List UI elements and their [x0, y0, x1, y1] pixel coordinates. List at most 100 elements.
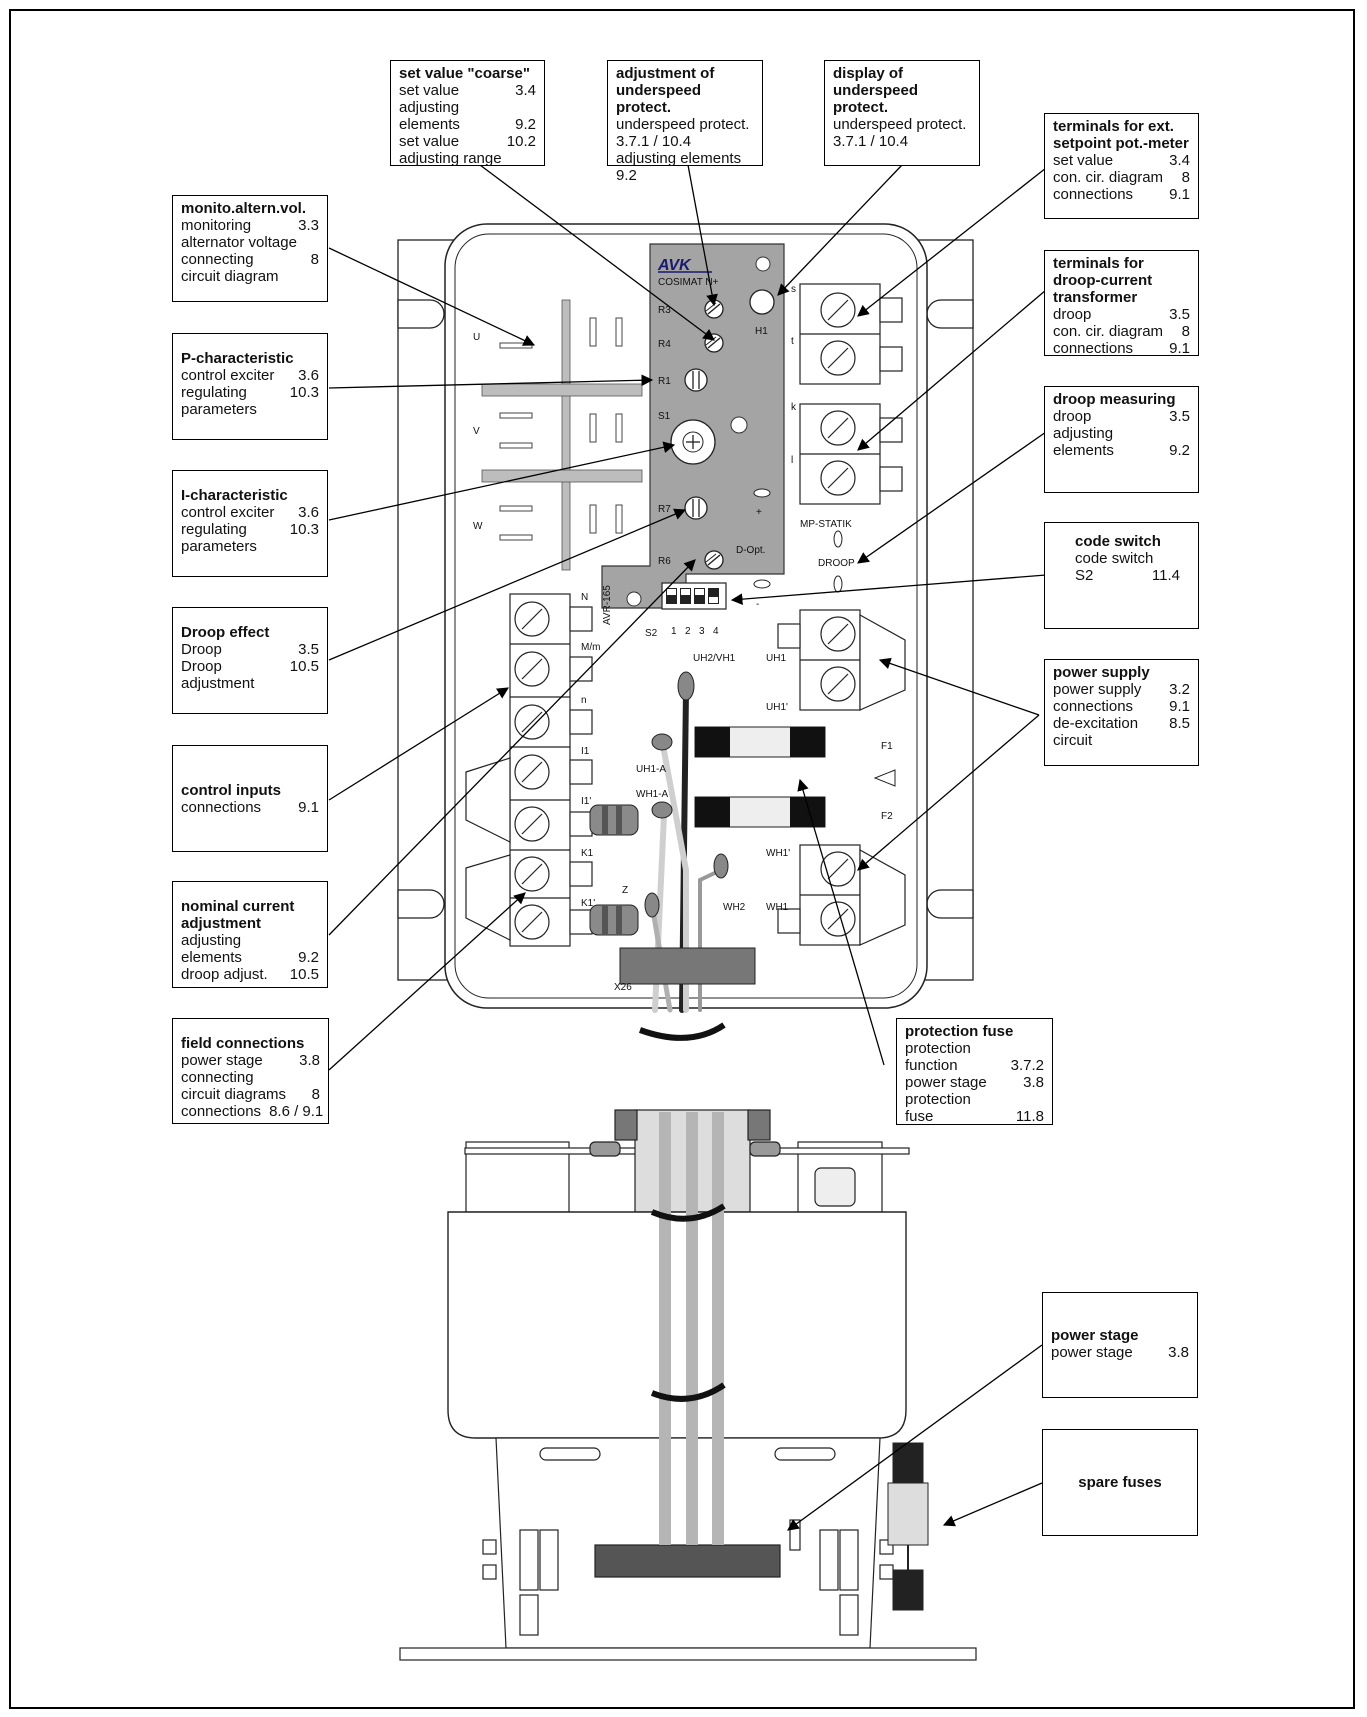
callout-terminals-droop-ct: terminals for droop-current transformer … — [1044, 250, 1199, 357]
spare-fuse-holder — [887, 1442, 929, 1611]
callout-title: spare fuses — [1078, 1474, 1162, 1491]
fuse-f2 — [694, 796, 826, 828]
leader-lines — [328, 164, 1047, 1531]
code-switch-pos-4: 4 — [713, 626, 719, 637]
switch-s1[interactable] — [670, 419, 716, 465]
callout-title: terminals for droop-current transformer — [1053, 255, 1153, 306]
callout-title: set value "coarse" — [399, 65, 530, 82]
wh1-label: WH1 — [766, 902, 789, 913]
minus-sign: - — [756, 599, 759, 610]
pot-r3-label: R3 — [658, 305, 671, 316]
code-switch-pos-3: 3 — [699, 626, 705, 637]
wh1p-label: WH1' — [766, 848, 790, 859]
plus-sign: + — [756, 507, 762, 518]
led-h1-label: H1 — [755, 326, 768, 337]
callout-title: I-characteristic — [181, 487, 288, 504]
callout-title: adjustment of underspeed protect. — [616, 65, 715, 116]
pot-r6[interactable] — [704, 550, 724, 570]
resistor-top — [589, 804, 639, 836]
pot-r6-label: R6 — [658, 556, 671, 567]
callout-title: code switch — [1075, 533, 1161, 550]
droop-jumper-pads — [753, 488, 843, 593]
brand-logo: AVK — [657, 257, 692, 274]
pot-r4[interactable] — [704, 333, 724, 353]
pot-r1[interactable] — [684, 368, 708, 392]
callout-nominal-current: nominal current adjustment adjusting ele… — [172, 881, 328, 988]
mp-statik-label: MP-STATIK — [800, 519, 852, 530]
power-supply-terminal-wh1[interactable] — [777, 844, 906, 946]
callout-adjustment-underspeed: adjustment of underspeed protect. unders… — [607, 60, 763, 184]
callout-title: monito.altern.vol. — [181, 200, 307, 217]
terminal-k1-label: K1 — [581, 848, 594, 859]
fuse-f2-label: F2 — [881, 811, 893, 822]
left-terminal-strip[interactable] — [465, 593, 593, 947]
fuse-f1-label: F1 — [881, 741, 893, 752]
callout-terminals-ext-setpoint: terminals for ext. setpoint pot.-meter s… — [1044, 113, 1199, 219]
callout-title: field connections — [181, 1035, 305, 1052]
side-view-cables — [659, 1112, 724, 1545]
cable-tie-lower — [650, 1382, 726, 1402]
phase-busbars — [481, 299, 643, 571]
code-switch-pos-2: 2 — [685, 626, 691, 637]
d-opt-label: D-Opt. — [736, 545, 765, 556]
connector-x26 — [619, 947, 756, 985]
uh1-a-label: UH1-A — [636, 764, 666, 775]
callout-title: terminals for ext. setpoint pot.-meter — [1053, 118, 1189, 152]
droop-label: DROOP — [818, 558, 855, 569]
uh1p-label: UH1' — [766, 702, 788, 713]
phase-label-v: V — [473, 426, 480, 437]
terminal-m-label: M/m — [581, 642, 600, 653]
cable-grommets — [644, 671, 729, 918]
uh2-vh1-label: UH2/VH1 — [693, 653, 736, 664]
wh1-a-label: WH1-A — [636, 789, 669, 800]
phase-label-w: W — [473, 521, 483, 532]
pot-r1-label: R1 — [658, 376, 671, 387]
code-switch-s2[interactable] — [661, 582, 727, 610]
phase-slots — [499, 317, 623, 541]
terminal-l-label: l — [791, 455, 793, 466]
terminal-n2-label: n — [581, 695, 587, 706]
callout-title: display of underspeed protect. — [833, 65, 919, 116]
pot-r4-label: R4 — [658, 339, 671, 350]
callout-title: droop measuring — [1053, 391, 1176, 408]
pot-r7[interactable] — [684, 496, 708, 520]
led-h1 — [749, 289, 775, 315]
resistor-bottom — [589, 904, 639, 936]
switch-s1-label: S1 — [658, 411, 671, 422]
cable-tie-middle — [650, 1203, 726, 1222]
z-label: Z — [622, 885, 628, 896]
uh1-label: UH1 — [766, 653, 786, 664]
code-switch-label: S2 — [645, 628, 658, 639]
part-code-label: AVR-165 — [602, 585, 613, 625]
callout-title: nominal current adjustment — [181, 898, 295, 932]
pot-r7-label: R7 — [658, 504, 671, 515]
right-terminal-block-k-l[interactable] — [799, 403, 903, 505]
terminal-k1p-label: K1' — [581, 898, 595, 909]
page-frame — [9, 9, 1355, 1709]
x26-label: X26 — [614, 982, 632, 993]
terminal-n-label: N — [581, 592, 588, 603]
right-terminal-block-s-t[interactable] — [799, 283, 903, 385]
callout-spare-fuses: spare fuses — [1042, 1429, 1198, 1536]
fuse-f1 — [694, 726, 826, 758]
side-view-housing — [447, 1211, 907, 1439]
code-switch-pos-1: 1 — [671, 626, 677, 637]
callout-title: power supply — [1053, 664, 1150, 681]
terminal-k-label: k — [791, 402, 797, 413]
terminal-i1-label: I1 — [581, 746, 590, 757]
phase-label-u: U — [473, 332, 480, 343]
callout-title: power stage — [1051, 1327, 1139, 1344]
cable-tie-top — [638, 1022, 726, 1041]
